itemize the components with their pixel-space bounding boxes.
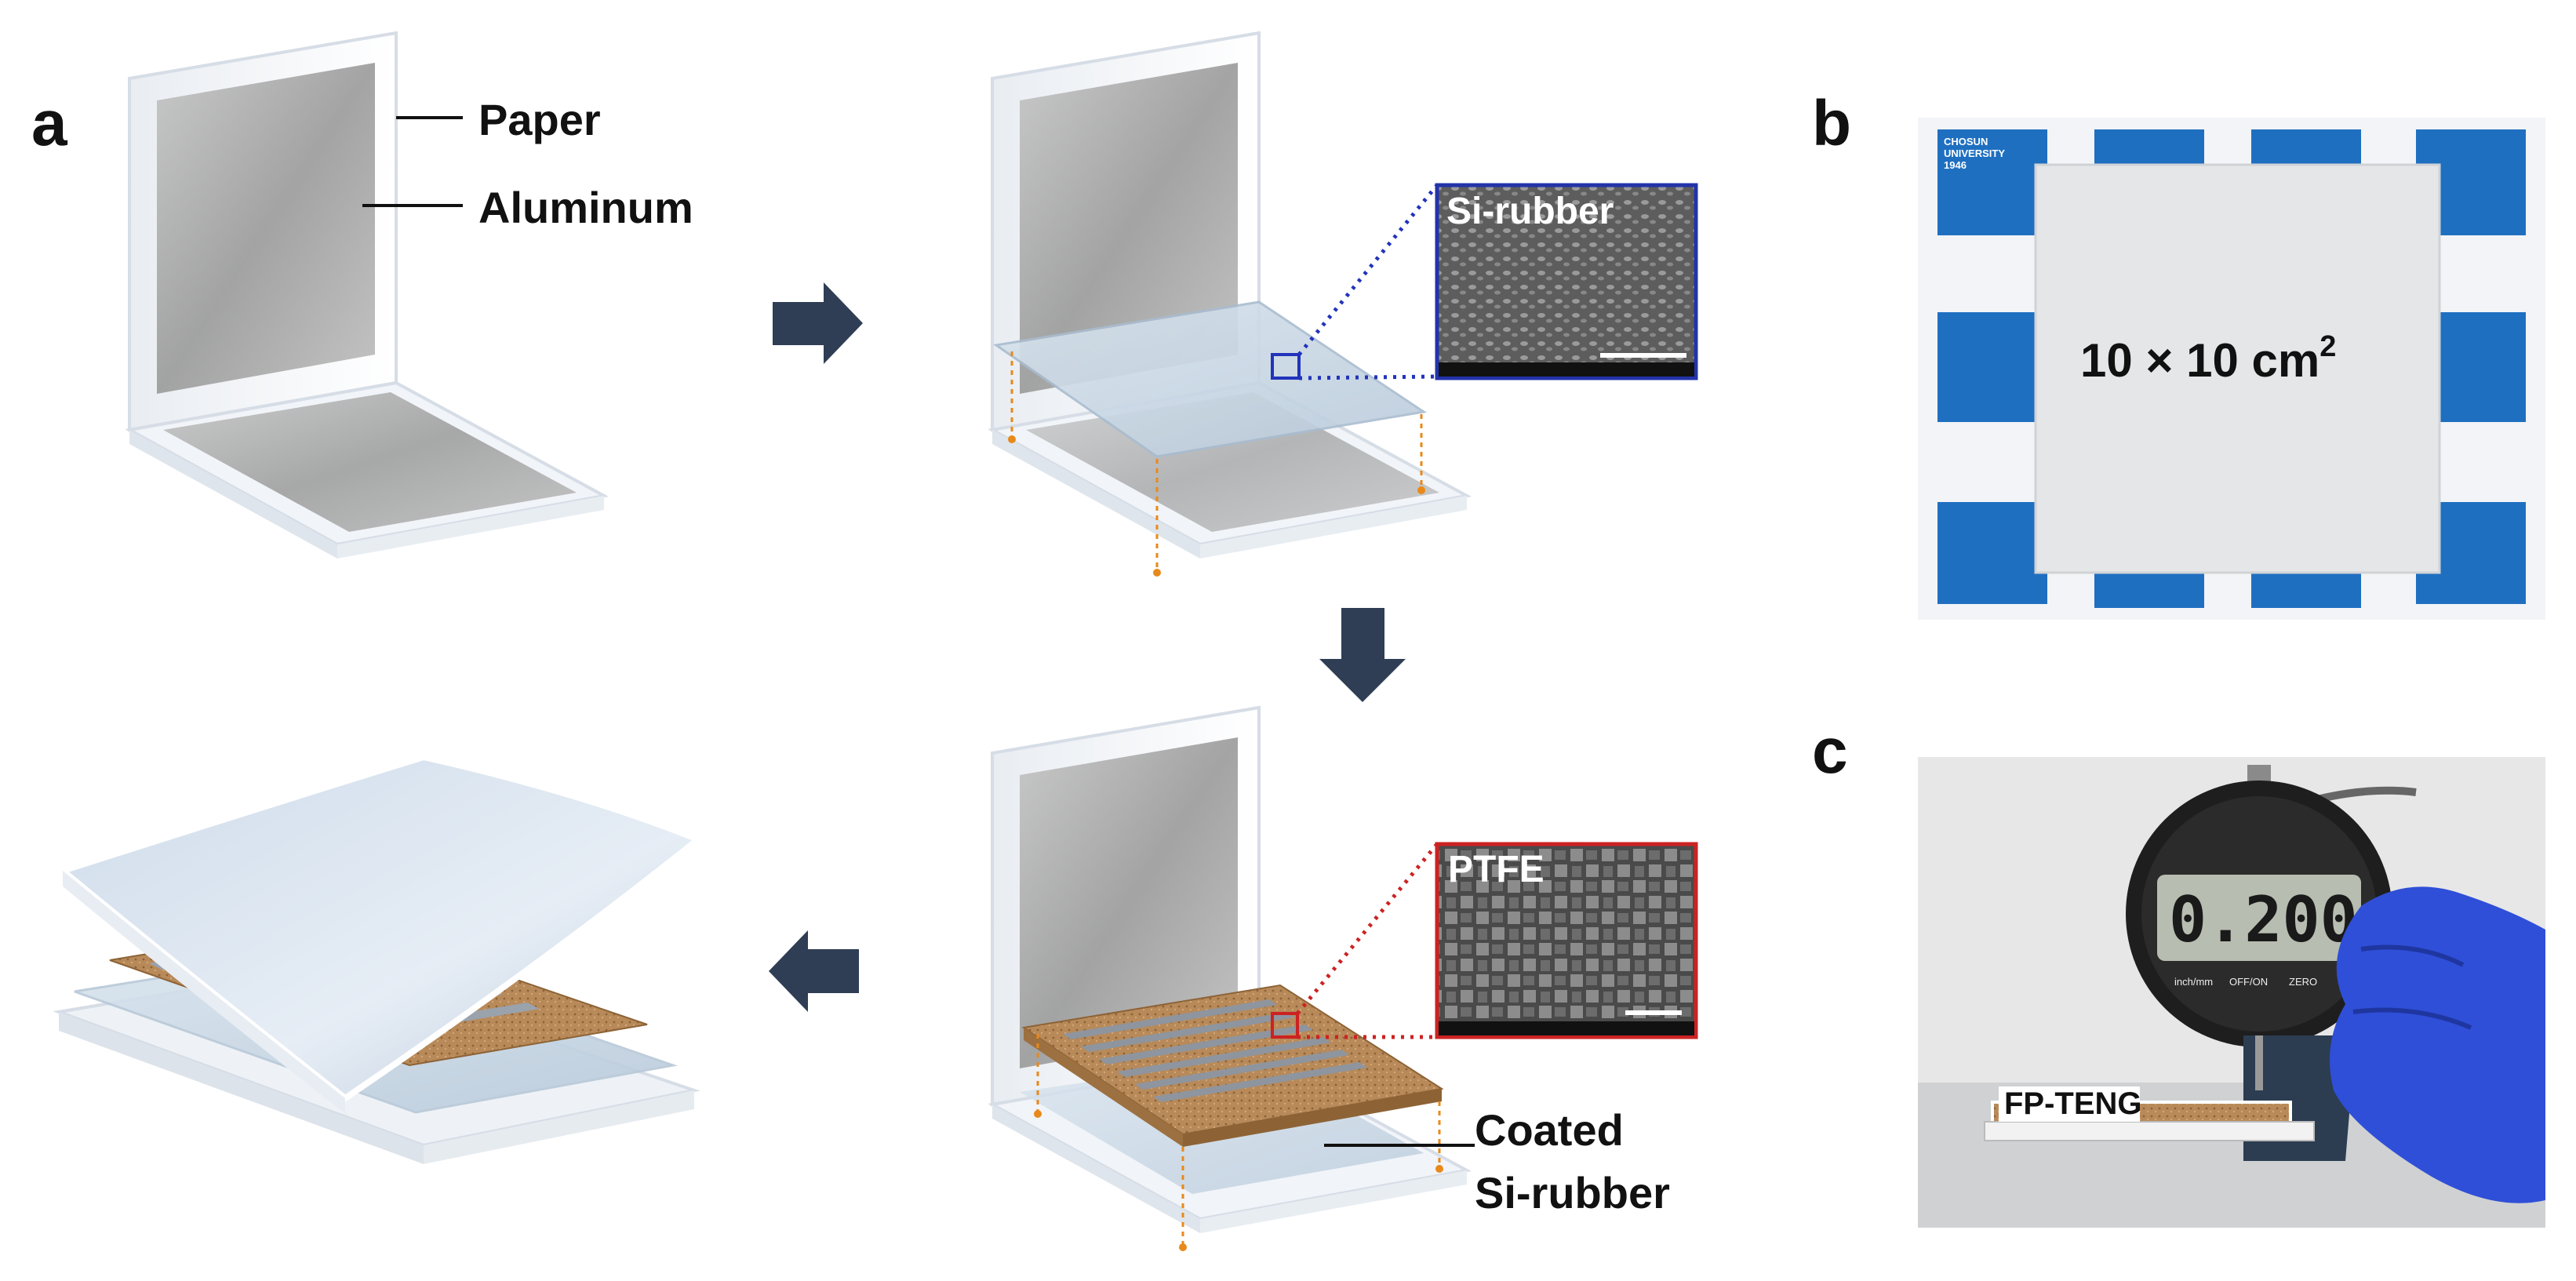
step3-ptfe-grid bbox=[988, 705, 1475, 1251]
paper-label: Paper bbox=[478, 95, 601, 144]
si-rubber-inset-label: Si-rubber bbox=[1446, 191, 1614, 232]
sample-photo: CHOSUN UNIVERSITY 1946 10 × 10 cm2 bbox=[1918, 118, 2545, 620]
gauge-btn-1: inch/mm bbox=[2174, 976, 2213, 988]
si-rubber-sem-inset bbox=[1435, 183, 1698, 380]
ptfe-inset-label: PTFE bbox=[1448, 849, 1545, 890]
aluminum-label: Aluminum bbox=[478, 183, 693, 232]
sample-size-value: 10 × 10 cm bbox=[2080, 334, 2319, 387]
sample-size-sup: 2 bbox=[2319, 330, 2336, 363]
ptfe-sem-inset bbox=[1435, 842, 1698, 1039]
fp-teng-label: FP-TENG bbox=[2004, 1086, 2142, 1121]
logo-text-2: UNIVERSITY bbox=[1944, 147, 2005, 159]
panel-b-letter: b bbox=[1812, 88, 1851, 159]
thickness-gauge-photo: 0.200 inch/mm OFF/ON ZERO bbox=[1918, 757, 2545, 1228]
coated-label-line1: Coated bbox=[1475, 1105, 1624, 1155]
gauge-btn-3: ZERO bbox=[2289, 976, 2317, 988]
arrow-right-icon bbox=[773, 282, 863, 364]
sample-size-label: 10 × 10 cm2 bbox=[2080, 330, 2336, 387]
arrow-down-icon bbox=[1319, 608, 1406, 702]
gauge-reading: 0.200 bbox=[2169, 883, 2358, 956]
step2-si-rubber-film bbox=[988, 31, 1472, 577]
step4-assembled-stack bbox=[53, 753, 704, 1164]
logo-text-1: CHOSUN bbox=[1944, 136, 1988, 147]
coated-label-line2: Si-rubber bbox=[1475, 1168, 1670, 1217]
logo-text-3: 1946 bbox=[1944, 159, 1967, 171]
step1-folded-paper bbox=[125, 31, 609, 559]
panel-a-letter: a bbox=[31, 88, 68, 159]
panel-c-letter: c bbox=[1812, 715, 1848, 787]
gauge-btn-2: OFF/ON bbox=[2229, 976, 2268, 988]
arrow-left-icon bbox=[769, 930, 859, 1012]
